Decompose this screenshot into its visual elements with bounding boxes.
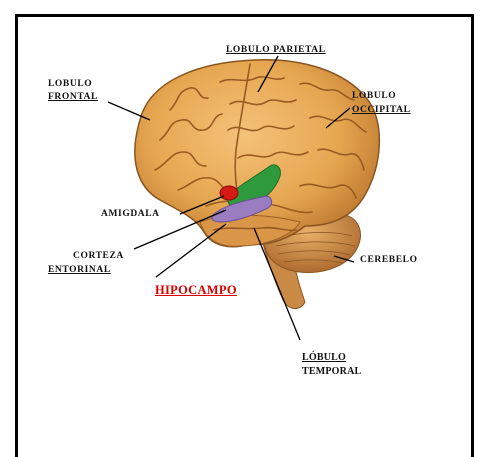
label-lobulo-temporal-line2: TEMPORAL bbox=[302, 366, 361, 378]
amygdala-region bbox=[220, 186, 238, 200]
label-corteza-line2: ENTORINAL bbox=[48, 264, 111, 276]
label-lobulo-frontal-line1: LOBULO bbox=[48, 78, 92, 90]
label-lobulo-frontal-line2: FRONTAL bbox=[48, 91, 98, 103]
brain-diagram bbox=[0, 0, 483, 434]
label-corteza-line1: CORTEZA bbox=[73, 250, 124, 262]
label-hipocampo: HIPOCAMPO bbox=[155, 284, 237, 296]
label-amigdala: AMIGDALA bbox=[101, 208, 160, 220]
label-lobulo-parietal: LOBULO PARIETAL bbox=[226, 44, 326, 56]
label-lobulo-occipital-line2: OCCIPITAL bbox=[352, 104, 411, 116]
label-lobulo-temporal-line1: LÓBULO bbox=[302, 352, 346, 364]
label-cerebelo: CEREBELO bbox=[360, 254, 418, 266]
label-lobulo-occipital-line1: LOBULO bbox=[352, 90, 396, 102]
